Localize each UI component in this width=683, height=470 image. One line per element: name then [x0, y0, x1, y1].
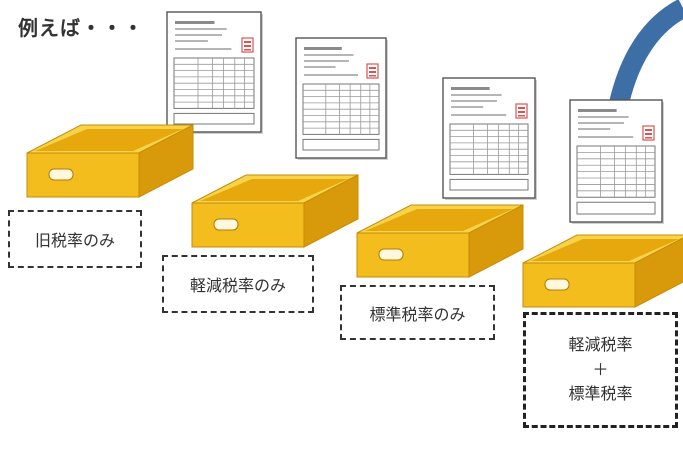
label-reduced-rate-only: 軽減税率のみ [162, 255, 314, 313]
label-standard-rate-only-text: 標準税率のみ [369, 304, 466, 324]
label-old-rate-only: 旧税率のみ [8, 210, 142, 268]
label-standard-rate-only: 標準税率のみ [340, 285, 495, 340]
label-combo-line1: 軽減税率 [568, 334, 633, 354]
label-old-rate-only-text: 旧税率のみ [34, 231, 115, 250]
tray-4 [522, 234, 683, 308]
label-combo-line3: 標準税率 [568, 384, 633, 404]
tray-2 [191, 174, 359, 248]
label-combo-plus: ＋ [592, 359, 609, 379]
tray-3 [356, 204, 524, 278]
invoice-document-4 [569, 99, 664, 224]
invoice-document-2 [295, 37, 388, 160]
heading-text: 例えば・・・ [18, 16, 144, 40]
invoice-document-3 [442, 77, 537, 200]
tray-1 [26, 124, 194, 198]
label-reduced-plus-standard: 軽減税率 ＋ 標準税率 [523, 312, 678, 428]
label-reduced-rate-only-text: 軽減税率のみ [189, 276, 286, 295]
curved-arrow-icon [608, 0, 683, 111]
invoice-document-1 [166, 11, 263, 134]
